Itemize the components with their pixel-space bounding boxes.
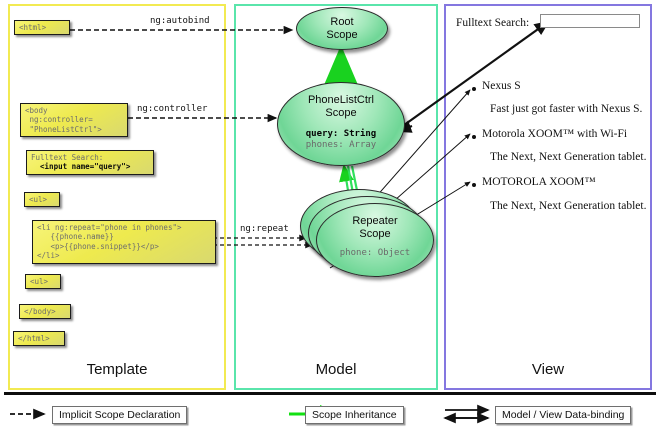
column-view	[444, 4, 652, 390]
fulltext-search-label-text: Fulltext Search:	[31, 153, 104, 162]
phonelistctrl-scope: PhoneListCtrl Scope query: String phones…	[277, 82, 405, 166]
fulltext-search-box: Fulltext Search: <input name="query">	[26, 150, 154, 175]
phone-name: Motorola XOOM™ with Wi-Fi	[482, 128, 628, 140]
phone-snippet: The Next, Next Generation tablet.	[490, 151, 647, 163]
root-scope: Root Scope	[296, 7, 388, 50]
body-box-text: <body ng:controller= "PhoneListCtrl">	[25, 106, 102, 134]
fulltext-search-input-code: <input name="query">	[31, 162, 131, 172]
ul-open-box: <ul>	[24, 192, 60, 208]
view-search-input[interactable]	[540, 14, 640, 28]
phonelistctrl-prop-phones: phones: Array	[305, 140, 377, 150]
body-box: <body ng:controller= "PhoneListCtrl">	[20, 103, 128, 138]
legend-scope-inheritance: Scope Inheritance	[305, 406, 404, 424]
li-repeat-text: <li ng:repeat="phone in phones"> {{phone…	[37, 223, 182, 261]
repeater-prop-phone: phone: Object	[339, 248, 411, 258]
phonelistctrl-scope-title-1: PhoneListCtrl	[307, 94, 375, 106]
phone-name: MOTOROLA XOOM™	[482, 176, 596, 188]
phonelistctrl-scope-title-2: Scope	[325, 107, 357, 119]
body-close-box: </body>	[19, 304, 71, 320]
root-scope-title-1: Root	[330, 16, 354, 28]
repeater-scope-title-1: Repeater	[352, 215, 398, 227]
column-label-view: View	[531, 361, 565, 378]
phone-snippet: Fast just got faster with Nexus S.	[490, 103, 643, 115]
list-bullet	[472, 135, 476, 139]
root-scope-title-2: Scope	[326, 29, 358, 41]
edge-label-ng-autobind: ng:autobind	[150, 16, 210, 26]
legend-model-view-data-binding: Model / View Data-binding	[495, 406, 632, 424]
column-label-template: Template	[86, 361, 148, 378]
phone-snippet: The Next, Next Generation tablet.	[490, 200, 647, 212]
li-repeat-box: <li ng:repeat="phone in phones"> {{phone…	[32, 220, 216, 264]
phonelistctrl-prop-query: query: String	[305, 129, 377, 139]
list-bullet	[472, 183, 476, 187]
phone-name: Nexus S	[482, 80, 521, 92]
edge-label-ng-repeat: ng:repeat	[240, 224, 289, 234]
ul-close-box: <ul>	[25, 274, 61, 290]
html-open-box: <html>	[14, 20, 70, 36]
repeater-scope: Repeater Scope phone: Object	[316, 203, 434, 277]
column-label-model: Model	[315, 361, 357, 378]
view-search-label: Fulltext Search:	[456, 17, 530, 29]
repeater-scope-title-2: Scope	[359, 228, 391, 240]
html-close-box: </html>	[13, 331, 65, 347]
list-bullet	[472, 87, 476, 91]
legend-separator	[4, 392, 656, 395]
edge-label-ng-controller: ng:controller	[137, 104, 208, 114]
legend-implicit-scope-declaration: Implicit Scope Declaration	[52, 406, 188, 424]
